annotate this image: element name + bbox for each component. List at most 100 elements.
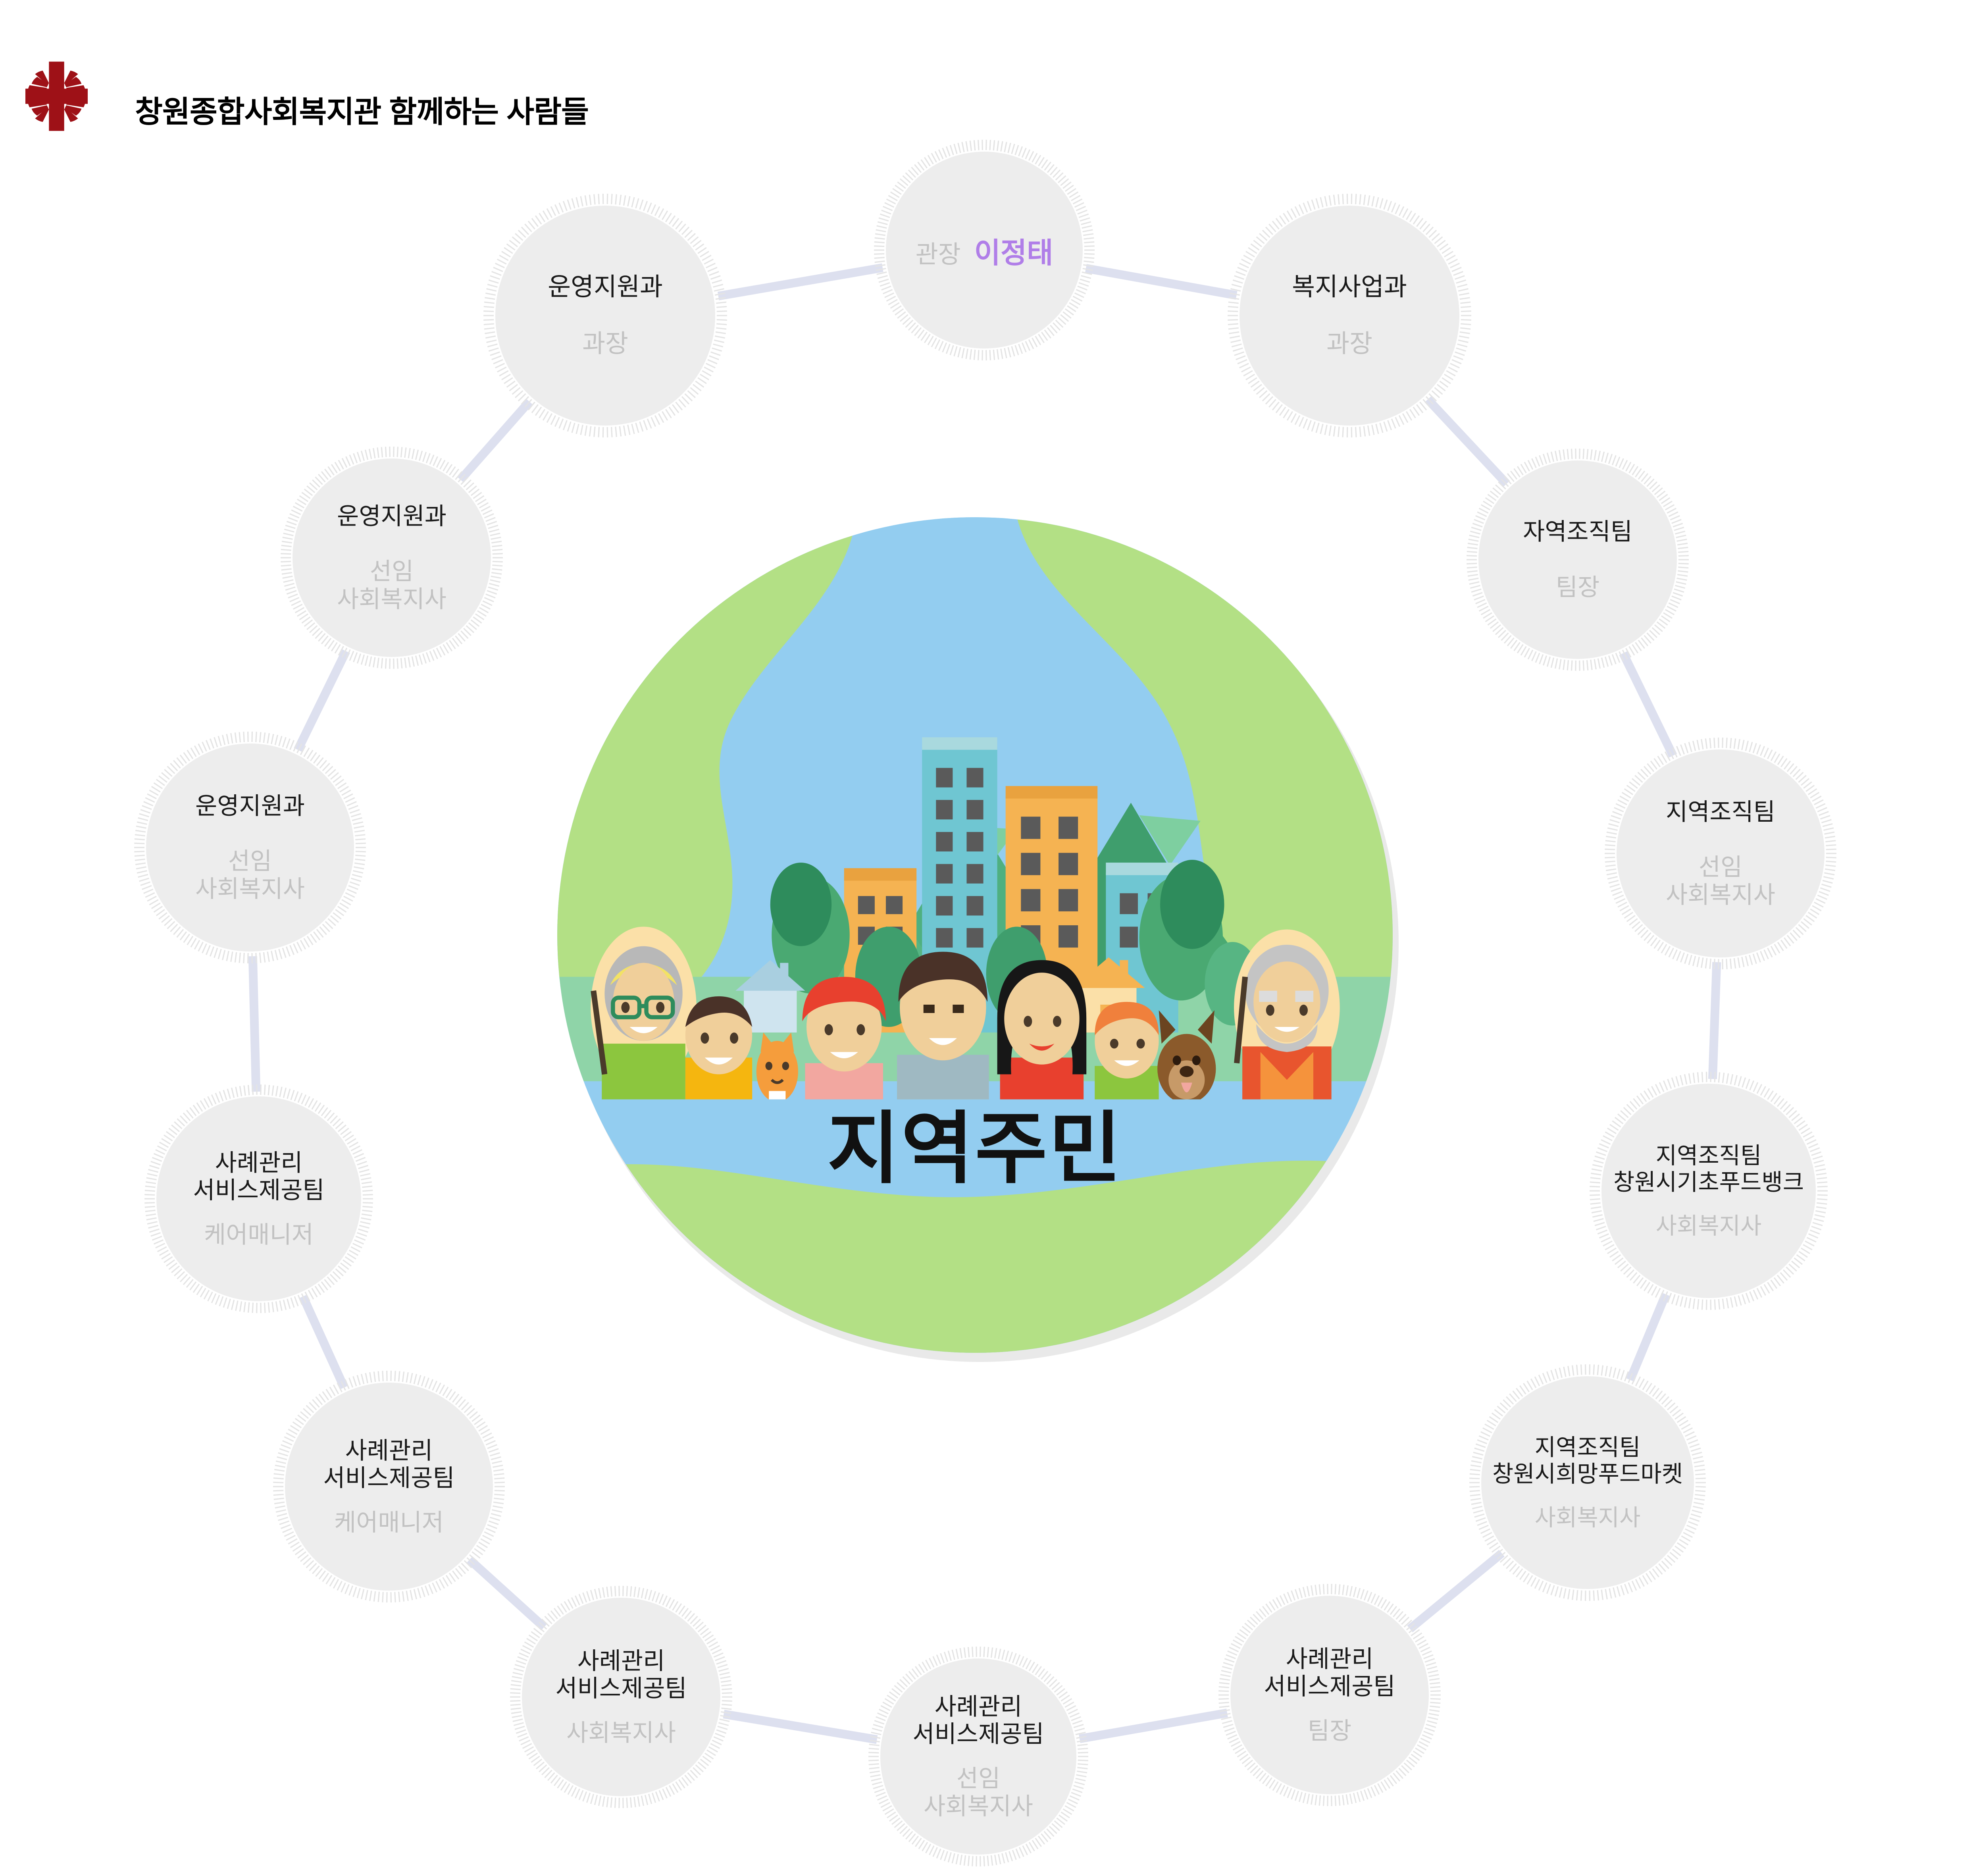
org-edge <box>1085 264 1238 300</box>
node-dashed-ring <box>1605 738 1836 969</box>
node-disc <box>1478 460 1677 659</box>
node-role-label: 선임 사회복지사 <box>195 848 305 902</box>
node-team-label: 사례관리 서비스제공팀 <box>912 1693 1044 1748</box>
node-role-label: 케어매니저 <box>204 1221 314 1248</box>
org-edge <box>1407 1550 1505 1632</box>
org-edge <box>1079 1708 1228 1743</box>
node-team-label: 운영지원과 <box>337 503 447 530</box>
org-edge <box>1424 396 1510 487</box>
page-header: 창원종합사회복지관 함께하는 사람들 <box>0 0 1969 167</box>
org-edge <box>248 956 261 1092</box>
org-edge <box>1708 962 1721 1079</box>
node-team-label: 운영지원과 <box>195 792 305 819</box>
node-role-label: 사회복지사 <box>566 1719 676 1746</box>
node-dashed-ring <box>874 140 1095 360</box>
org-edge <box>294 649 350 752</box>
node-disc <box>495 206 715 426</box>
node-dashed-ring <box>1590 1072 1828 1310</box>
node-spacer <box>1470 546 1686 574</box>
node-spacer <box>276 1492 502 1509</box>
node-spacer <box>284 530 500 558</box>
node-disc <box>880 1658 1076 1855</box>
node-spacer <box>487 302 724 329</box>
node-spacer <box>1222 1701 1438 1717</box>
node-disc <box>1481 1376 1694 1589</box>
node-disc <box>1617 749 1825 957</box>
node-role-label: 팀장 <box>1307 1717 1352 1744</box>
node-text-wrap: 관장 이정태 <box>874 229 1095 271</box>
node-person-name: 이정태 <box>974 237 1053 269</box>
node-team-label: 지역조직팀 <box>1666 798 1775 825</box>
org-edge <box>1619 651 1677 758</box>
org-edge <box>723 1710 878 1744</box>
node-disc <box>293 458 491 657</box>
node-role-label: 과장 <box>1326 330 1372 358</box>
org-edge <box>299 1294 348 1389</box>
node-dashed-ring <box>273 1371 505 1602</box>
node-team-label: 복지사업과 <box>1292 273 1407 301</box>
node-disc <box>522 1598 720 1796</box>
node-role-label: 선임 사회복지사 <box>1666 854 1775 908</box>
node-disc <box>1240 206 1459 426</box>
node-role-label: 관장 <box>915 241 961 268</box>
node-disc <box>1601 1084 1816 1298</box>
node-disc <box>1230 1596 1429 1794</box>
org-edge <box>466 1556 547 1631</box>
center-label: 지역주민 <box>827 1105 1123 1192</box>
org-edge <box>717 263 883 300</box>
center-residents-node: 지역주민 <box>557 517 1409 1369</box>
node-team-label: 지역조직팀 창원시희망푸드마켓 <box>1492 1435 1683 1487</box>
node-disc <box>156 1096 361 1301</box>
node-team-label: 지역조직팀 창원시기초푸드뱅크 <box>1613 1143 1804 1196</box>
node-dashed-ring <box>868 1647 1088 1866</box>
node-spacer <box>1593 1196 1825 1213</box>
node-dashed-ring <box>1469 1364 1706 1601</box>
node-team-label: 자역조직팀 <box>1523 518 1632 545</box>
node-disc <box>146 743 354 951</box>
node-role-label: 선임 사회복지사 <box>924 1765 1033 1820</box>
caritas-cross-logo-icon <box>22 60 91 133</box>
org-edge <box>457 399 533 483</box>
node-team-label: 사례관리 서비스제공팀 <box>193 1149 325 1204</box>
node-dashed-ring <box>1218 1584 1441 1806</box>
node-dashed-ring <box>510 1586 732 1808</box>
node-spacer <box>513 1703 729 1719</box>
node-dashed-ring <box>144 1084 373 1313</box>
org-node-director[interactable]: 관장 이정태 <box>874 140 1095 360</box>
community-residents-globe-illustration <box>557 517 1393 1353</box>
node-dashed-ring <box>134 732 366 963</box>
node-team-label: 사례관리 서비스제공팀 <box>1264 1645 1395 1700</box>
node-spacer <box>1608 826 1833 853</box>
node-role-label: 사회복지사 <box>1534 1504 1641 1531</box>
node-role-label: 과장 <box>582 330 628 358</box>
node-team-label: 사례관리 서비스제공팀 <box>323 1437 455 1492</box>
node-role-label: 사회복지사 <box>1655 1213 1762 1239</box>
node-team-label: 사례관리 서비스제공팀 <box>555 1647 687 1702</box>
node-team-label: 운영지원과 <box>548 273 663 301</box>
